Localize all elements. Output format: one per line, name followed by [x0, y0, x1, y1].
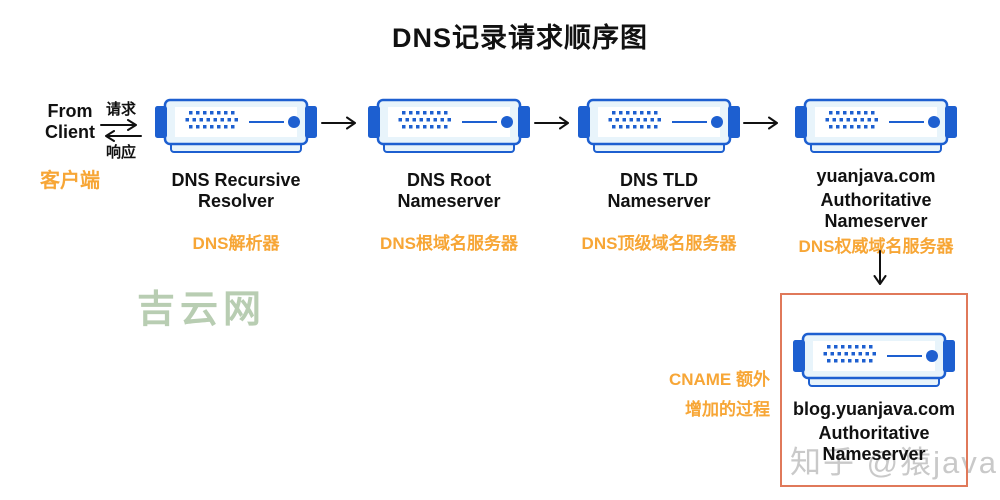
response-arrow-left-icon — [105, 130, 142, 142]
server-cn-label: DNS权威域名服务器 — [798, 237, 954, 256]
server-dot-matrix — [823, 345, 876, 363]
server-icon-slot — [793, 332, 955, 390]
server-icon-slot — [368, 98, 530, 156]
flow-arrow-right-icon — [743, 116, 778, 130]
server-icon — [793, 332, 955, 387]
server-cn-label: DNS顶级域名服务器 — [581, 234, 737, 253]
cname-note: CNAME 额外 增加的过程 — [628, 365, 770, 425]
cname-extra-process-box: blog.yuanjava.com Authoritative Nameserv… — [780, 293, 968, 487]
client-label: From Client — [28, 101, 112, 143]
node-authoritative-nameserver: yuanjava.com Authoritative Nameserver DN… — [795, 98, 957, 257]
page-title: DNS记录请求顺序图 — [391, 23, 648, 53]
server-icon — [155, 98, 317, 153]
server-en-line2: Nameserver — [822, 444, 926, 464]
server-en-line2: Nameserver — [824, 211, 928, 231]
cname-note-line2: 增加的过程 — [685, 400, 770, 419]
server-dot-matrix — [825, 111, 878, 129]
server-en-label: DNS TLD Nameserver — [607, 170, 710, 212]
server-en-line1: Authoritative — [818, 423, 930, 443]
watermark-zhihu-author: 知乎 @猿java — [790, 445, 998, 480]
server-icon — [578, 98, 740, 153]
node-dns-root-nameserver: DNS Root Nameserver DNS根域名服务器 — [368, 98, 530, 254]
server-dot-matrix — [398, 111, 451, 129]
server-domain-label: yuanjava.com — [816, 166, 936, 186]
server-en-label: DNS Root Nameserver — [397, 170, 500, 212]
client-label-line1: From — [47, 101, 93, 121]
server-cn-label: DNS解析器 — [192, 234, 280, 253]
server-en-line2: Nameserver — [607, 191, 711, 211]
server-icon — [368, 98, 530, 153]
server-en-line2: Resolver — [197, 191, 275, 211]
server-en-label: DNS Recursive Resolver — [171, 170, 300, 212]
client-label-line2: Client — [44, 122, 95, 142]
node-dns-tld-nameserver: DNS TLD Nameserver DNS顶级域名服务器 — [578, 98, 740, 254]
client-cn-label: 客户端 — [40, 170, 100, 192]
server-icon-slot — [578, 98, 740, 156]
server-en-label: Authoritative Nameserver — [818, 423, 929, 465]
server-en-line1: DNS Recursive — [171, 170, 301, 190]
watermark-site: 吉云网 — [137, 289, 267, 331]
request-arrow-right-icon — [100, 119, 137, 131]
server-icon — [795, 98, 957, 153]
server-en-line1: Authoritative — [820, 190, 932, 210]
server-dot-matrix — [608, 111, 661, 129]
server-dot-matrix — [185, 111, 238, 129]
request-label: 请求 — [105, 101, 136, 118]
cname-arrow-down-icon — [873, 250, 887, 285]
server-domain-label: blog.yuanjava.com — [792, 399, 956, 419]
server-en-label: Authoritative Nameserver — [820, 190, 931, 232]
response-label: 响应 — [105, 144, 136, 161]
flow-arrow-right-icon — [321, 116, 356, 130]
server-icon-slot — [155, 98, 317, 156]
server-en-line1: DNS TLD — [619, 170, 698, 190]
flow-arrow-right-icon — [534, 116, 569, 130]
server-en-line2: Nameserver — [397, 191, 501, 211]
server-icon-slot — [795, 98, 957, 156]
server-cn-label: DNS根域名服务器 — [380, 234, 518, 253]
node-dns-recursive-resolver: DNS Recursive Resolver DNS解析器 — [155, 98, 317, 254]
server-en-line1: DNS Root — [406, 170, 491, 190]
cname-note-line1: CNAME 额外 — [668, 370, 770, 389]
